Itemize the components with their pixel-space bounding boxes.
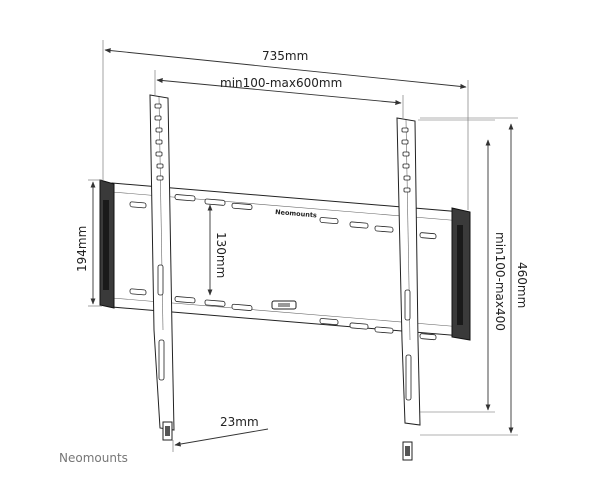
brand-footer: Neomounts — [59, 451, 128, 465]
lower-slot-row — [129, 288, 437, 341]
dimension-vesa-height: min100-max400 — [418, 119, 507, 413]
wall-distance-label: 23mm — [220, 415, 259, 429]
vesa-width-label: min100-max600mm — [220, 76, 342, 90]
vesa-height-label: min100-max400 — [493, 232, 507, 331]
wall-plate: Neomounts — [99, 179, 471, 341]
slot-spacing-label: 130mm — [214, 232, 228, 278]
plate-height-label: 194mm — [75, 226, 89, 272]
dimension-plate-height: 194mm — [75, 179, 102, 307]
overall-height-label: 460mm — [515, 262, 529, 308]
overall-width-label: 735mm — [262, 49, 308, 63]
left-bracket-arm — [149, 94, 175, 441]
embossed-brand-label: Neomounts — [275, 208, 317, 219]
dimension-wall-distance: 23mm — [172, 415, 269, 452]
dimension-vesa-width: min100-max600mm — [154, 70, 404, 118]
right-bracket-arm — [396, 117, 421, 461]
dimension-slot-spacing: 130mm — [207, 204, 228, 296]
upper-slot-row — [129, 194, 437, 240]
dimension-overall-height: 460mm — [420, 117, 529, 436]
dimension-overall-width: 735mm — [102, 40, 469, 210]
